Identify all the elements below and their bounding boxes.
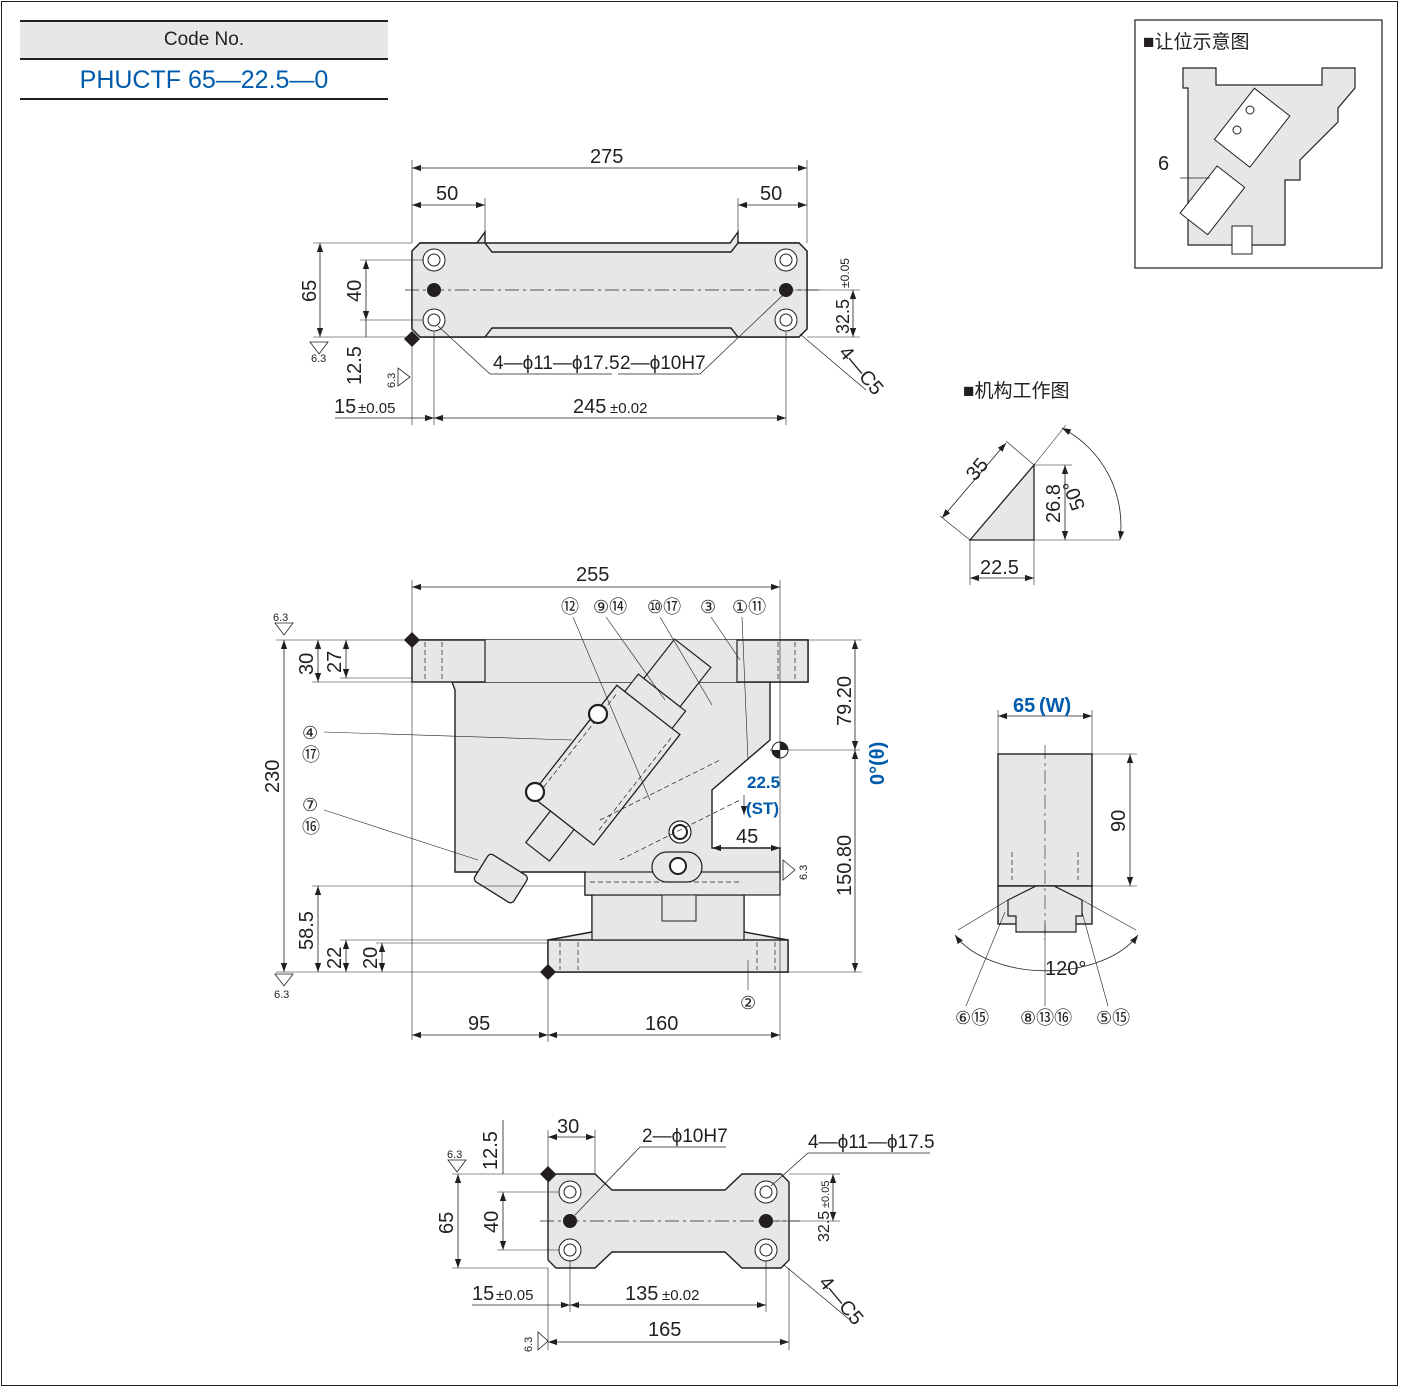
inset-clearance-dim: 6 <box>1158 153 1169 175</box>
mechanism-title: ■机构工作图 <box>963 380 1069 402</box>
side-balloon-8-13-16: ⑧⑬⑯ <box>1020 1008 1072 1028</box>
top-overall: 275 <box>590 146 623 168</box>
front-base-2: 20 <box>360 947 382 969</box>
front-view: 255 ⑫ ⑨⑭ ⑩⑰ ③ ①⑪ ④ ⑰ ⑦ ⑯ ② 230 30 27 <box>262 564 889 1042</box>
front-lower: 150.80 <box>834 835 856 896</box>
top-pitch: 245 <box>573 396 606 418</box>
top-view: 275 50 50 65 40 12.5 32.5 ±0.05 15 ±0.05 <box>299 146 887 425</box>
mechanism-diagram: ■机构工作图 35 26.8 50° 22.5 <box>939 380 1125 585</box>
bottom-pins-callout: 2—ϕ10H7 <box>642 1126 728 1147</box>
top-right-step: 50 <box>760 183 782 205</box>
front-stroke: 22.5 <box>747 773 780 792</box>
bottom-overall: 165 <box>648 1319 681 1341</box>
side-balloon-5-15: ⑤⑮ <box>1096 1008 1130 1028</box>
code-value: PHUCTF 65—22.5—0 <box>20 62 388 100</box>
front-rough-3: 6.3 <box>798 865 810 880</box>
bottom-half-tol: ±0.05 <box>820 1181 832 1208</box>
top-pitch-tol: ±0.02 <box>610 400 647 417</box>
side-width-label: (W) <box>1039 695 1071 717</box>
bottom-step: 30 <box>557 1116 579 1138</box>
bottom-hole-pitch: 40 <box>481 1211 503 1233</box>
front-upper: 79.20 <box>834 676 856 726</box>
bottom-offset-tol: ±0.05 <box>496 1287 533 1304</box>
front-flange-in: 27 <box>324 651 346 673</box>
code-box: Code No. PHUCTF 65—22.5—0 <box>20 20 388 100</box>
bottom-pitch: 135 <box>625 1283 658 1305</box>
side-angle: 120° <box>1045 958 1086 980</box>
side-balloon-6-15: ⑥⑮ <box>955 1008 989 1028</box>
front-balloon-3: ③ <box>700 597 716 617</box>
inset-clearance-title: ■让位示意图 <box>1143 31 1249 53</box>
bottom-offset: 15 <box>472 1283 494 1305</box>
front-cam: 45 <box>736 826 758 848</box>
front-balloon-2: ② <box>740 993 756 1013</box>
bottom-height: 65 <box>436 1212 458 1234</box>
top-edge: 12.5 <box>344 346 366 385</box>
front-rough-2: 6.3 <box>274 989 289 1001</box>
front-angle: 0°(θ) <box>867 742 889 785</box>
bottom-half: 32.5 <box>816 1211 833 1242</box>
top-pins-callout: 2—ϕ10H7 <box>620 353 706 374</box>
front-stroke-label: (ST) <box>746 799 779 818</box>
top-offset: 15 <box>334 396 356 418</box>
front-base-height: 58.5 <box>296 911 318 950</box>
front-flange: 30 <box>296 653 318 675</box>
front-balloon-12: ⑫ <box>561 597 579 617</box>
bottom-rough-2: 6.3 <box>523 1337 535 1352</box>
side-view: 65 (W) 90 120° ⑥⑮ ⑧⑬⑯ ⑤⑮ <box>954 695 1139 1028</box>
top-half: 32.5 <box>833 299 853 334</box>
top-chamfer: 4—C5 <box>834 342 887 400</box>
bottom-pitch-tol: ±0.02 <box>662 1287 699 1304</box>
top-rough-2: 6.3 <box>386 373 398 388</box>
bottom-rough-1: 6.3 <box>447 1149 462 1161</box>
front-balloon-1-11: ①⑪ <box>732 597 766 617</box>
inset-clearance: ■让位示意图 6 <box>1134 19 1383 269</box>
top-holes-callout: 4—ϕ11—ϕ17.5 <box>493 353 620 374</box>
front-left-offset: 95 <box>468 1013 490 1035</box>
top-rough-1: 6.3 <box>311 353 326 365</box>
top-hole-pitch: 40 <box>344 280 366 302</box>
front-base-width: 160 <box>645 1013 678 1035</box>
top-height: 65 <box>299 280 321 302</box>
front-balloon-7: ⑦ <box>302 795 318 815</box>
side-height: 90 <box>1108 810 1130 832</box>
bottom-edge: 12.5 <box>480 1131 502 1170</box>
front-balloon-16: ⑯ <box>302 817 320 837</box>
front-overall: 255 <box>576 564 609 586</box>
front-base-1: 22 <box>324 947 346 969</box>
code-label: Code No. <box>20 20 388 60</box>
bottom-view: 30 12.5 65 40 32.5 ±0.05 15 ±0.05 135 ±0… <box>436 1116 935 1352</box>
front-balloon-4: ④ <box>302 723 318 743</box>
mechanism-height: 26.8 <box>1043 484 1065 523</box>
top-left-step: 50 <box>436 183 458 205</box>
bottom-chamfer: 4—C5 <box>814 1272 867 1330</box>
side-width: 65 <box>1013 695 1035 717</box>
top-view-holes <box>422 248 798 332</box>
top-half-tol: ±0.05 <box>838 258 852 288</box>
mechanism-base: 22.5 <box>980 557 1019 579</box>
front-balloon-17: ⑰ <box>302 745 320 765</box>
bottom-view-holes <box>558 1180 778 1262</box>
front-rough-1: 6.3 <box>273 612 288 624</box>
front-balloon-9-14: ⑨⑭ <box>593 597 627 617</box>
top-offset-tol: ±0.05 <box>358 400 395 417</box>
front-total-height: 230 <box>262 760 284 793</box>
front-balloon-10-17: ⑩⑰ <box>647 597 681 617</box>
bottom-holes-callout: 4—ϕ11—ϕ17.5 <box>808 1132 935 1153</box>
mechanism-hyp: 35 <box>962 454 993 485</box>
